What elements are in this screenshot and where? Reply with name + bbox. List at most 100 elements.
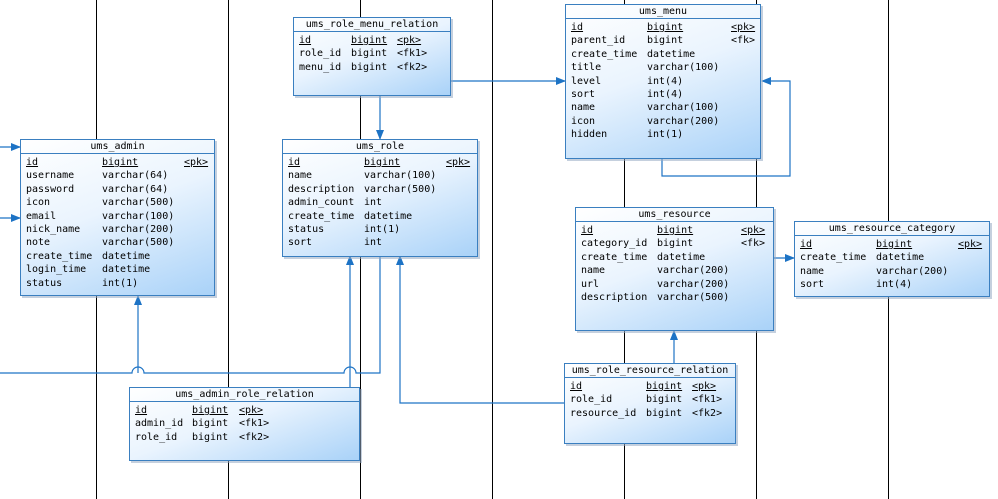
column-type: bigint bbox=[102, 157, 139, 168]
column-key: <fk2> bbox=[397, 61, 428, 73]
column-name: id bbox=[581, 225, 594, 236]
table-name: ums_admin bbox=[21, 140, 214, 154]
column-key: <pk> bbox=[397, 35, 422, 46]
column-type: varchar(200) bbox=[657, 265, 730, 277]
column-name: role_id bbox=[299, 48, 342, 60]
table-name: ums_role_menu_relation bbox=[294, 18, 450, 32]
column-name: password bbox=[26, 183, 75, 195]
column-key: <pk> bbox=[184, 157, 209, 168]
column-name: icon bbox=[26, 197, 51, 209]
column-name: category_id bbox=[581, 238, 648, 250]
column-name: note bbox=[26, 237, 51, 249]
column-row: name varchar(200) bbox=[800, 265, 989, 278]
column-name: id bbox=[299, 35, 312, 46]
column-key: <fk1> bbox=[692, 394, 723, 406]
column-type: varchar(64) bbox=[102, 170, 169, 182]
column-name: hidden bbox=[571, 129, 608, 141]
column-type: int(4) bbox=[647, 75, 684, 87]
column-type: bigint bbox=[364, 157, 401, 168]
column-row: email varchar(100) bbox=[26, 210, 214, 223]
column-type: varchar(100) bbox=[102, 210, 175, 222]
column-name: title bbox=[571, 62, 602, 74]
column-type: varchar(100) bbox=[364, 170, 437, 182]
column-type: bigint bbox=[646, 394, 683, 406]
column-name: status bbox=[26, 277, 63, 289]
column-row: id bigint <pk> bbox=[299, 34, 450, 47]
column-type: bigint bbox=[351, 61, 388, 73]
table-name: ums_role_resource_relation bbox=[565, 364, 735, 378]
column-type: bigint bbox=[647, 22, 684, 33]
column-key: <pk> bbox=[958, 239, 983, 250]
column-type: int(1) bbox=[364, 223, 401, 235]
column-type: varchar(500) bbox=[102, 197, 175, 209]
link-menu-parent-self bbox=[661, 77, 791, 177]
column-type: varchar(200) bbox=[876, 265, 949, 277]
column-name: name bbox=[571, 102, 596, 114]
column-name: level bbox=[571, 75, 602, 87]
column-name: nick_name bbox=[26, 223, 81, 235]
column-name: email bbox=[26, 210, 57, 222]
table-ums-role-menu-relation[interactable]: ums_role_menu_relation id bigint <pk> role… bbox=[293, 17, 451, 96]
column-key: <fk1> bbox=[397, 48, 428, 60]
column-name: name bbox=[288, 170, 313, 182]
column-type: bigint bbox=[192, 405, 229, 416]
column-name: description bbox=[581, 291, 648, 303]
column-name: name bbox=[581, 265, 606, 277]
column-name: username bbox=[26, 170, 75, 182]
column-name: sort bbox=[800, 279, 825, 291]
column-type: int(4) bbox=[647, 88, 684, 100]
column-name: status bbox=[288, 223, 325, 235]
column-row: username varchar(64) bbox=[26, 169, 214, 182]
column-row: sort int(4) bbox=[571, 88, 760, 101]
column-row: icon varchar(200) bbox=[571, 115, 760, 128]
column-name: create_time bbox=[288, 210, 355, 222]
column-name: name bbox=[800, 265, 825, 277]
column-name: icon bbox=[571, 115, 596, 127]
column-type: varchar(200) bbox=[647, 115, 720, 127]
column-name: create_time bbox=[26, 250, 93, 262]
column-key: <fk> bbox=[731, 35, 756, 47]
column-row: status int(1) bbox=[288, 223, 477, 236]
column-key: <fk2> bbox=[239, 431, 270, 443]
column-name: parent_id bbox=[571, 35, 626, 47]
column-key: <fk> bbox=[741, 238, 766, 250]
column-type: varchar(100) bbox=[647, 62, 720, 74]
column-type: bigint bbox=[351, 35, 388, 46]
column-key: <pk> bbox=[741, 225, 766, 236]
column-row: name varchar(100) bbox=[288, 169, 477, 182]
column-type: varchar(500) bbox=[657, 291, 730, 303]
table-name: ums_resource_category bbox=[795, 222, 989, 236]
column-name: id bbox=[288, 157, 301, 168]
column-name: sort bbox=[571, 88, 596, 100]
link-role-to-offscreen bbox=[0, 247, 384, 374]
column-name: admin_count bbox=[288, 197, 355, 209]
column-type: datetime bbox=[647, 48, 696, 60]
column-name: login_time bbox=[26, 264, 87, 276]
column-key: <pk> bbox=[239, 405, 264, 416]
